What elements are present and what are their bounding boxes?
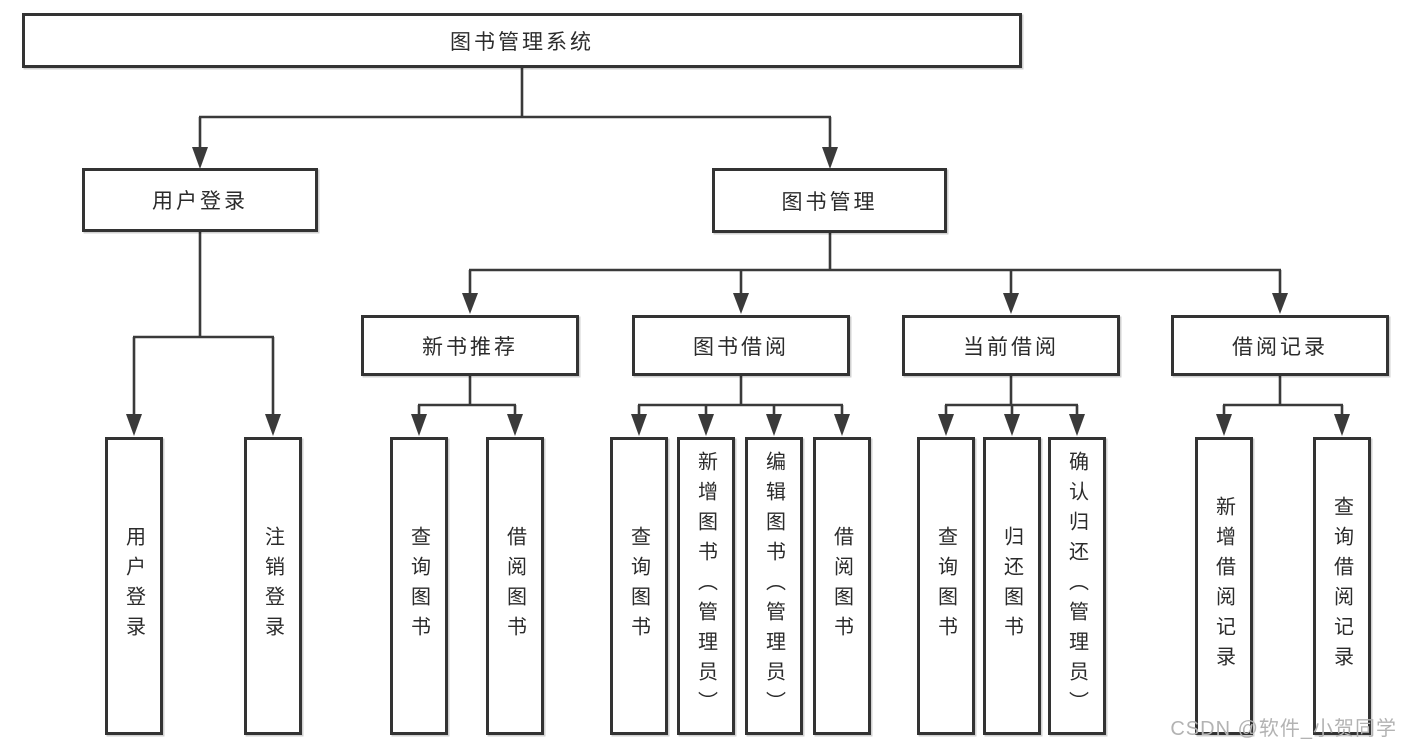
- leaf-borrowing-query: 查询图书: [610, 437, 668, 735]
- leaf-user-login-label: 用户登录: [122, 526, 145, 646]
- leaf-records-query: 查询借阅记录: [1313, 437, 1371, 735]
- leaf-records-add-label: 新增借阅记录: [1212, 496, 1235, 676]
- node-user-login-branch: 用户登录: [82, 168, 318, 232]
- node-user-login-branch-label: 用户登录: [152, 190, 248, 213]
- leaf-new-book-query: 查询图书: [390, 437, 448, 735]
- connector-root-to-level2: [192, 68, 838, 169]
- csdn-watermark: CSDN @软件_小贺同学: [1170, 718, 1397, 740]
- connector-borrowing-group: [631, 376, 850, 436]
- node-current-borrowing: 当前借阅: [902, 315, 1120, 376]
- leaf-current-query: 查询图书: [917, 437, 975, 735]
- leaf-current-query-label: 查询图书: [934, 526, 957, 646]
- leaf-user-login: 用户登录: [105, 437, 163, 735]
- connector-new-book-group: [411, 376, 523, 436]
- leaf-records-query-label: 查询借阅记录: [1330, 496, 1353, 676]
- leaf-logout-label: 注销登录: [261, 526, 284, 646]
- connector-mgmt-to-level3: [462, 233, 1288, 314]
- leaf-logout: 注销登录: [244, 437, 302, 735]
- node-book-management-branch: 图书管理: [712, 168, 947, 233]
- node-new-book-recommend-label: 新书推荐: [422, 335, 518, 359]
- leaf-current-return: 归还图书: [983, 437, 1041, 735]
- leaf-borrowing-borrow-label: 借阅图书: [830, 526, 853, 646]
- node-borrow-records-label: 借阅记录: [1232, 335, 1328, 359]
- leaf-new-book-borrow-label: 借阅图书: [503, 526, 526, 646]
- connector-current-group: [938, 376, 1085, 436]
- leaf-borrowing-edit-admin-label: 编辑图书（管理员）: [762, 451, 785, 721]
- node-borrow-records: 借阅记录: [1171, 315, 1389, 376]
- leaf-borrowing-add-admin-label: 新增图书（管理员）: [694, 451, 717, 721]
- node-book-management-branch-label: 图书管理: [781, 190, 878, 214]
- node-root-system: 图书管理系统: [22, 13, 1022, 68]
- leaf-borrowing-add-admin: 新增图书（管理员）: [677, 437, 735, 735]
- connector-user-branch: [126, 232, 281, 436]
- leaf-records-add: 新增借阅记录: [1195, 437, 1253, 735]
- node-root-system-label: 图书管理系统: [450, 30, 594, 54]
- leaf-current-confirm-admin-label: 确认归还（管理员）: [1065, 451, 1088, 721]
- leaf-borrowing-edit-admin: 编辑图书（管理员）: [745, 437, 803, 735]
- leaf-current-return-label: 归还图书: [1000, 526, 1023, 646]
- node-book-borrowing-label: 图书借阅: [693, 335, 789, 359]
- node-new-book-recommend: 新书推荐: [361, 315, 579, 376]
- leaf-new-book-query-label: 查询图书: [407, 526, 430, 646]
- leaf-new-book-borrow: 借阅图书: [486, 437, 544, 735]
- connector-records-group: [1216, 376, 1350, 436]
- leaf-borrowing-query-label: 查询图书: [627, 526, 650, 646]
- leaf-current-confirm-admin: 确认归还（管理员）: [1048, 437, 1106, 735]
- leaf-borrowing-borrow: 借阅图书: [813, 437, 871, 735]
- node-book-borrowing: 图书借阅: [632, 315, 850, 376]
- node-current-borrowing-label: 当前借阅: [963, 335, 1059, 359]
